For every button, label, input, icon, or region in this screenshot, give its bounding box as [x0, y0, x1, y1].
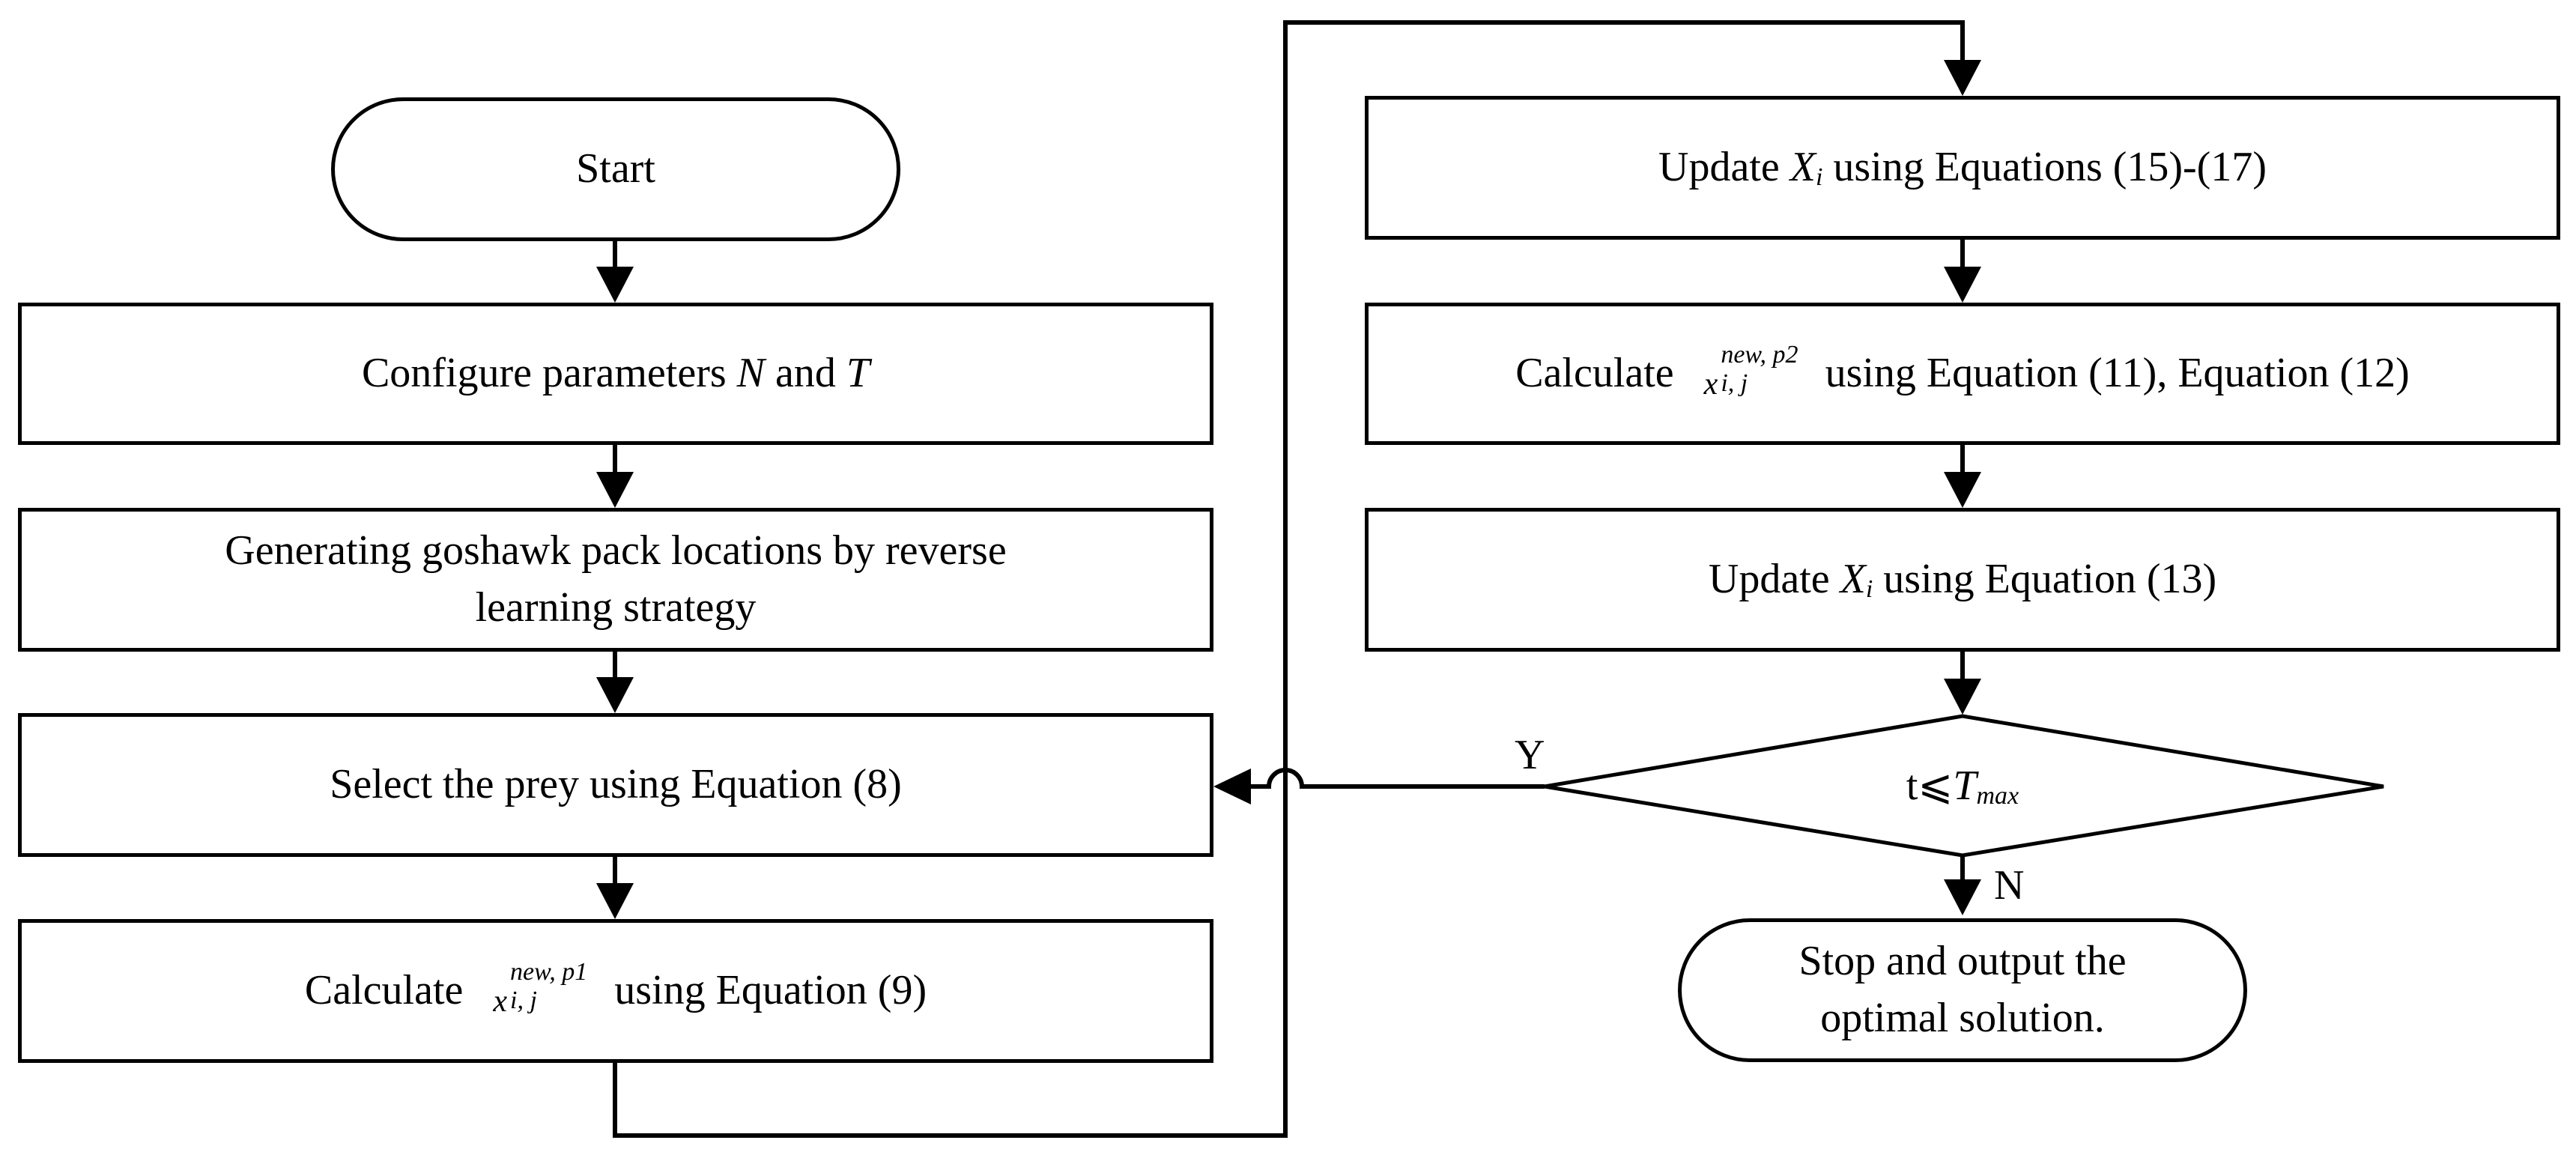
select-prey-box: Select the prey using Equation (8): [18, 713, 1213, 857]
decision-label: t⩽Tmax: [1906, 763, 2019, 810]
update2-label: Update Xi using Equation (13): [1708, 556, 2217, 604]
update-xi-equation-13-box: Update Xi using Equation (13): [1365, 508, 2560, 652]
arrowhead-generate: [596, 472, 634, 508]
stop-label: Stop and output the optimal solution.: [1798, 938, 2127, 1041]
connector-calc1-to-update1: [613, 20, 1965, 1138]
arrowhead-select-yes: [1213, 769, 1251, 804]
no-branch-label: N: [1994, 862, 2025, 909]
arrowhead-calc2: [1944, 267, 1981, 303]
calc2-label: Calculate x new, p2 i, j using Equation …: [1515, 342, 2410, 406]
stop-node: Stop and output the optimal solution.: [1678, 918, 2247, 1062]
calculate-p1-box: Calculate x new, p1 i, j using Equation …: [18, 919, 1213, 1063]
arrowhead-configure: [596, 267, 634, 303]
generate-label: Generating goshawk pack locations by rev…: [225, 527, 1007, 631]
arrowhead-decision: [1944, 679, 1981, 715]
start-node: Start: [331, 97, 900, 241]
arrowhead-select: [596, 677, 634, 713]
decision-diamond: [1544, 714, 2384, 858]
yes-branch-label: Y: [1515, 732, 1545, 778]
x-new-p1-symbol: x new, p1 i, j: [493, 957, 588, 1019]
configure-parameters-box: Configure parameters N and T: [18, 303, 1213, 445]
arrowhead-calc1: [596, 883, 634, 919]
calculate-p2-box: Calculate x new, p2 i, j using Equation …: [1365, 303, 2560, 445]
decision-condition: t⩽Tmax: [1738, 749, 2187, 824]
update1-label: Update Xi using Equations (15)-(17): [1658, 144, 2267, 192]
arrowhead-update1: [1944, 60, 1981, 96]
arrowhead-stop: [1944, 879, 1981, 915]
x-new-p2-symbol: x new, p2 i, j: [1703, 340, 1798, 401]
select-label: Select the prey using Equation (8): [330, 761, 902, 808]
update-xi-equations-15-17-box: Update Xi using Equations (15)-(17): [1365, 96, 2560, 240]
calc1-label: Calculate x new, p1 i, j using Equation …: [305, 957, 927, 1023]
connector-decision-to-select: [1251, 768, 1545, 789]
configure-label: Configure parameters N and T: [361, 350, 870, 397]
generate-locations-box: Generating goshawk pack locations by rev…: [18, 508, 1213, 652]
arrowhead-update2: [1944, 472, 1981, 508]
start-label: Start: [576, 145, 655, 193]
